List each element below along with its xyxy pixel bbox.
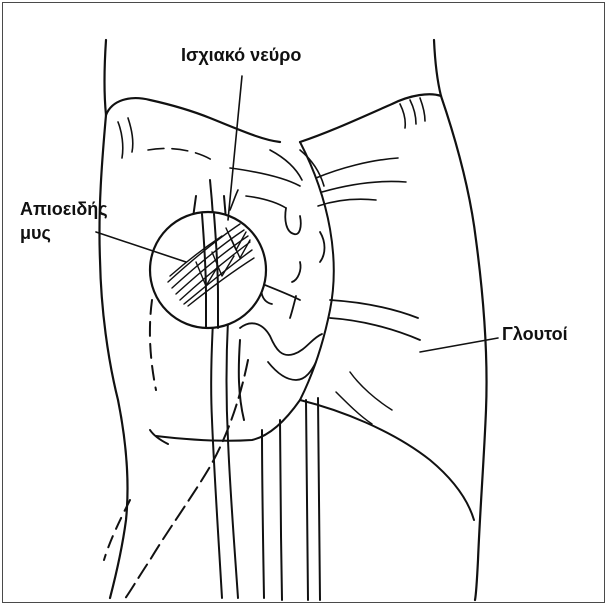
label-sciatic-nerve: Ισχιακό νεύρο xyxy=(181,44,301,66)
thigh-lines xyxy=(262,398,320,600)
body-outline xyxy=(99,40,486,600)
label-piriformis-line1: Απιοειδής xyxy=(20,198,108,220)
back-contours xyxy=(118,98,425,208)
magnifier-circle xyxy=(150,190,266,328)
label-piriformis-line2: μυς xyxy=(20,222,51,244)
label-gluteals: Γλουτοί xyxy=(502,323,568,345)
gluteal-curves xyxy=(150,142,474,520)
leader-lines xyxy=(96,76,498,352)
